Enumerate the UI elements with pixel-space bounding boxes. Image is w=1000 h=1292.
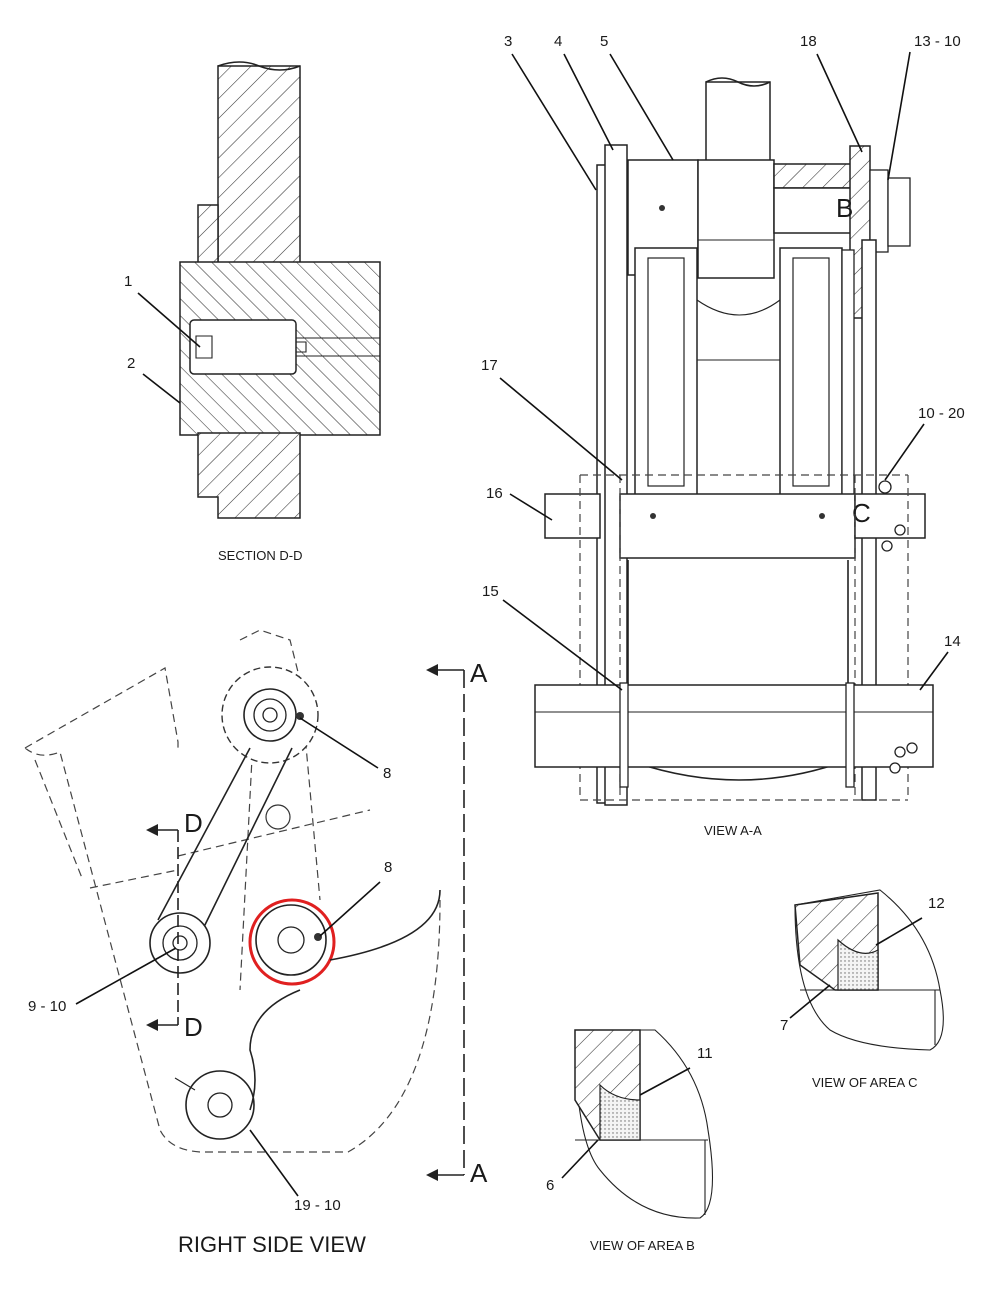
callout-15: 15 — [482, 583, 499, 600]
section-letter-d-bottom: D — [184, 1012, 203, 1042]
callout-4: 4 — [554, 33, 562, 50]
callout-8-lower: 8 — [384, 859, 392, 876]
callout-11: 11 — [697, 1045, 713, 1062]
callout-19-10: 19 - 10 — [294, 1197, 341, 1214]
callout-1: 1 — [124, 273, 132, 290]
view-area-b-title: VIEW OF AREA B — [590, 1238, 695, 1253]
callout-7: 7 — [780, 1017, 788, 1034]
view-letter-a-top: A — [470, 658, 488, 688]
callout-12: 12 — [928, 895, 945, 912]
section-letter-d-top: D — [184, 808, 203, 838]
highlight-circle — [248, 898, 336, 986]
view-aa-title: VIEW A-A — [704, 823, 762, 838]
callout-6: 6 — [546, 1177, 554, 1194]
view-area-c-title: VIEW OF AREA C — [812, 1075, 917, 1090]
view-area-b: 11 6 VIEW OF AREA B — [546, 1029, 714, 1253]
callout-8-upper: 8 — [383, 765, 391, 782]
right-side-view-title: RIGHT SIDE VIEW — [178, 1232, 366, 1257]
callout-9-10: 9 - 10 — [28, 998, 66, 1015]
callout-17: 17 — [481, 357, 498, 374]
right-side-view: D D A A 8 8 9 - 10 19 - 10 RIGHT SIDE VI… — [24, 629, 488, 1257]
callout-13-10: 13 - 10 — [914, 33, 961, 50]
view-aa: B C 3 4 5 — [481, 33, 965, 838]
callout-3: 3 — [504, 33, 512, 50]
callout-16: 16 — [486, 485, 503, 502]
callout-18: 18 — [800, 33, 817, 50]
view-letter-a-bottom: A — [470, 1158, 488, 1188]
view-area-c: 12 7 VIEW OF AREA C — [780, 889, 945, 1090]
callout-5: 5 — [600, 33, 608, 50]
section-dd: 1 2 SECTION D-D — [124, 61, 381, 563]
callout-10-20: 10 - 20 — [918, 405, 965, 422]
section-dd-title: SECTION D-D — [218, 548, 303, 563]
callout-2: 2 — [127, 355, 135, 372]
callout-14: 14 — [944, 633, 961, 650]
area-letter-c: C — [852, 498, 871, 528]
area-letter-b: B — [836, 193, 853, 223]
